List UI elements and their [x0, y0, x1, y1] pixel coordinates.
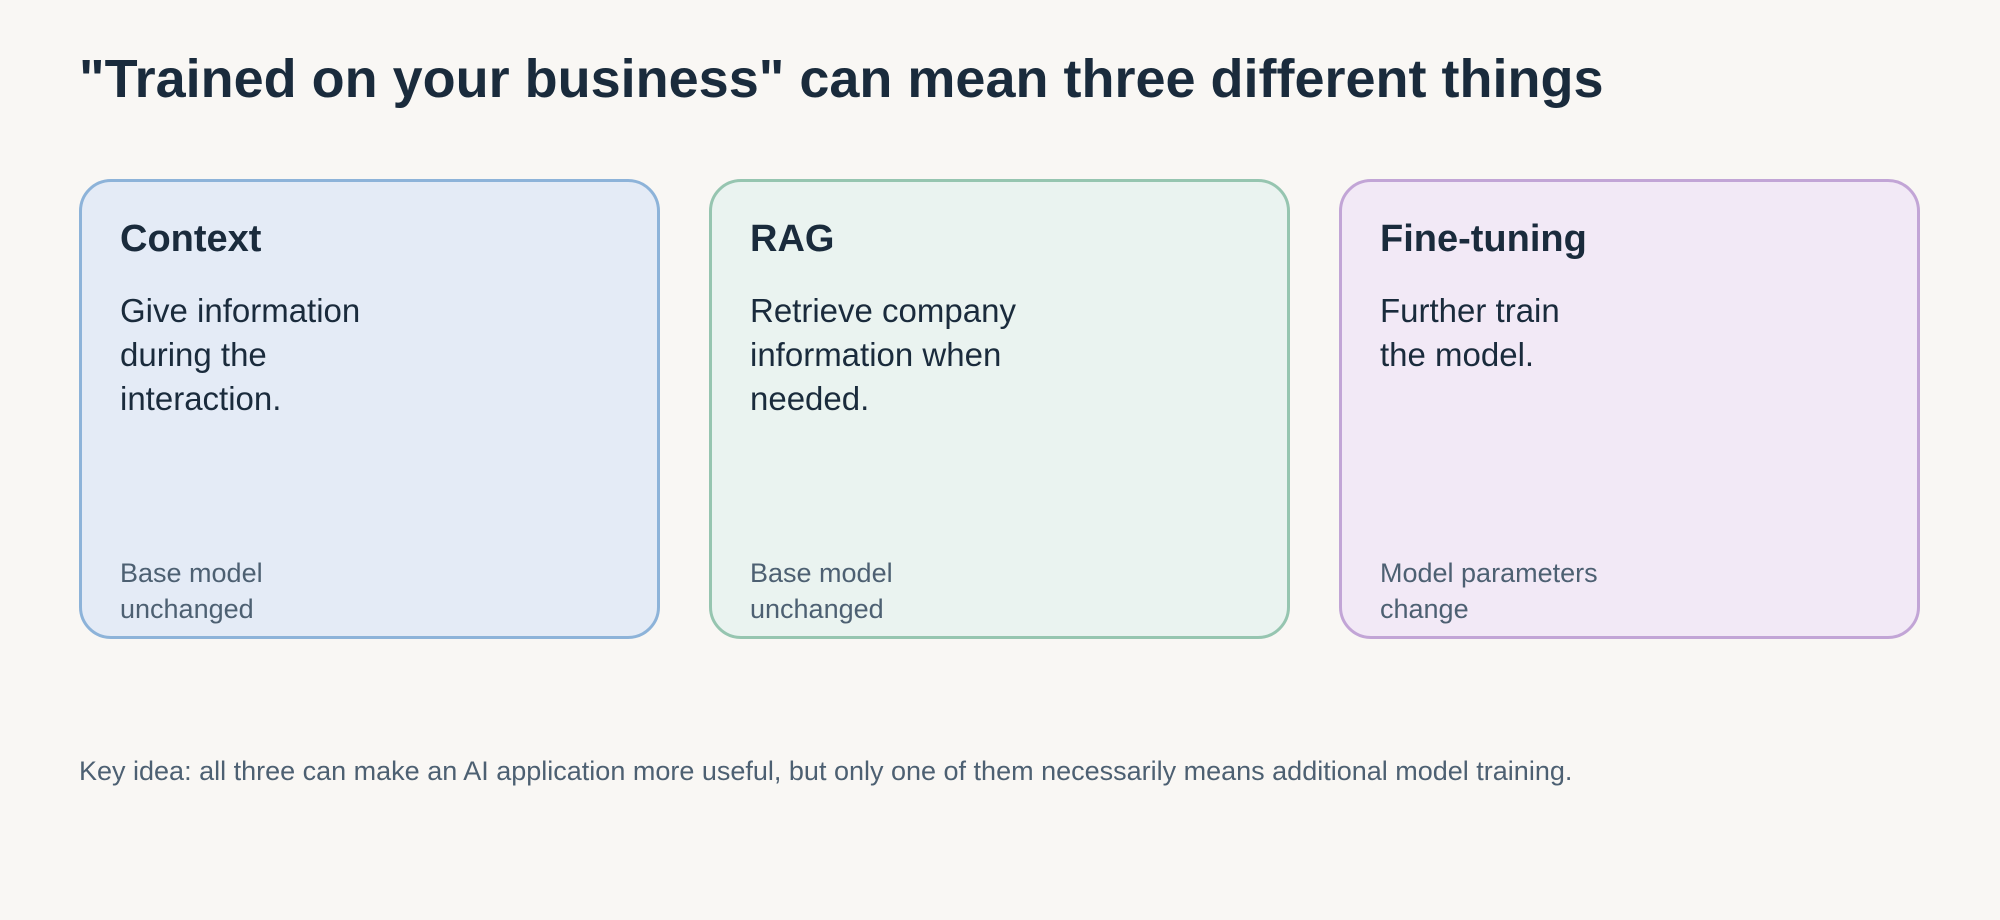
card-fine-tuning: Fine-tuning Further train the model. Mod…: [1339, 179, 1920, 639]
card-title: Fine-tuning: [1380, 218, 1587, 260]
card-title: Context: [120, 218, 262, 260]
card-description: Retrieve company information when needed…: [750, 292, 1016, 417]
key-idea-footer: Key idea: all three can make an AI appli…: [79, 756, 1573, 786]
card-description: Further train the model.: [1380, 292, 1560, 373]
card-note: Base model unchanged: [750, 558, 893, 624]
card-context: Context Give information during the inte…: [79, 179, 660, 639]
card-description: Give information during the interaction.: [120, 292, 361, 417]
card-note: Base model unchanged: [120, 558, 263, 624]
card-note: Model parameters change: [1380, 558, 1598, 624]
card-rag: RAG Retrieve company information when ne…: [709, 179, 1290, 639]
card-title: RAG: [750, 218, 835, 260]
page-title: "Trained on your business" can mean thre…: [79, 49, 1604, 109]
